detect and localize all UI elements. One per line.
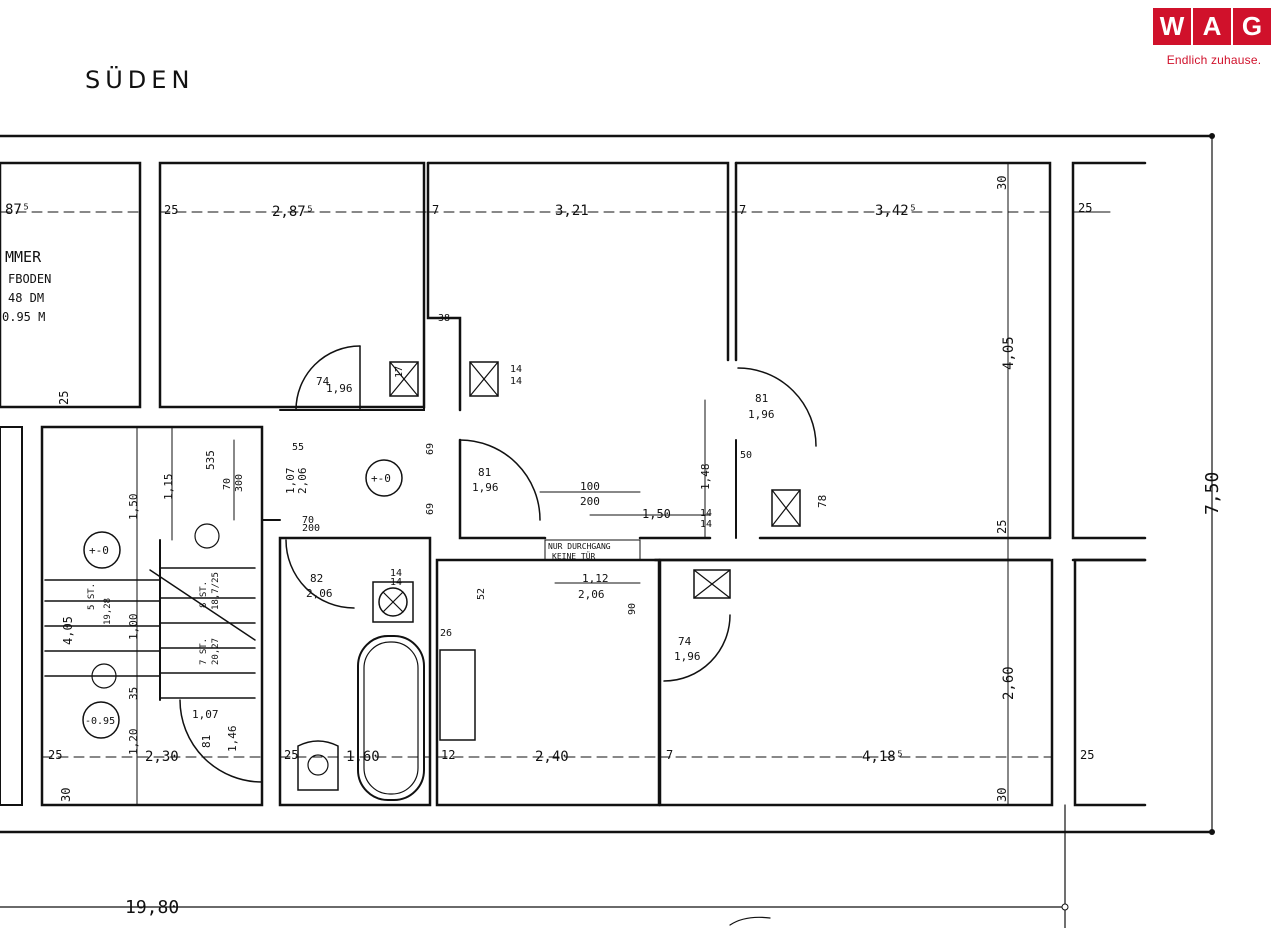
- door-height: 1,96: [748, 408, 775, 421]
- dim-small: 26: [440, 628, 452, 639]
- dim-small: 35: [127, 687, 140, 700]
- dim-bottom: 25: [1080, 748, 1094, 762]
- dim-small: 14: [390, 568, 402, 579]
- dim-top: 25: [164, 203, 178, 217]
- dim-wall: 30: [995, 176, 1009, 190]
- dim-small: 55: [292, 442, 304, 453]
- dim-bottom: 2,30: [145, 749, 179, 765]
- dim-small: 300: [234, 474, 245, 492]
- opening-height: 200: [580, 495, 600, 508]
- stair-count: 8 ST.: [199, 581, 209, 608]
- door-height: 1,96: [472, 481, 499, 494]
- dim-small: 1,46: [226, 726, 239, 753]
- opening-width: 100: [580, 480, 600, 493]
- door-height: 1,96: [326, 382, 353, 395]
- compass-label: SÜDEN: [85, 65, 194, 94]
- dim-top: 3,21: [555, 203, 589, 219]
- dim-bottom: 25: [284, 748, 298, 762]
- door-width: 74: [678, 635, 692, 648]
- passage-note: KEINE TÜR: [552, 551, 596, 561]
- dim-bottom: 12: [441, 748, 455, 762]
- wag-logo: W A G Endlich zuhause.: [1153, 8, 1275, 67]
- dim-room-height: 2,60: [1001, 666, 1017, 700]
- dim-room-height: 4,05: [1001, 336, 1017, 370]
- logo-letter: G: [1233, 8, 1271, 45]
- dim-small: 535: [204, 450, 217, 470]
- dim-small: 14: [510, 376, 522, 387]
- dim-small: 70: [302, 515, 314, 526]
- room-floor: FBODEN: [8, 272, 51, 286]
- door-width: 81: [755, 392, 768, 405]
- level-mark: +-0: [371, 472, 391, 485]
- dim-bottom: 2,40: [535, 749, 569, 765]
- dim-top: 7: [739, 203, 746, 217]
- dim-small: 1,15: [162, 474, 175, 501]
- stair-count: 5 ST.: [87, 583, 97, 610]
- dim-small: 81: [200, 735, 213, 748]
- dim-total-height: 7,50: [1202, 472, 1223, 515]
- dim-small: 14: [390, 577, 402, 588]
- dim-small: 1,50: [127, 494, 140, 521]
- dim-small: 70: [222, 478, 233, 490]
- stair-dims: 20,27: [211, 638, 221, 665]
- level-mark: -0.95: [85, 716, 115, 727]
- stair-dims: 18,7/25: [211, 572, 221, 610]
- dim-small: 1,48: [699, 464, 712, 491]
- door-width: 74: [316, 375, 330, 388]
- dim-bottom: 25: [48, 748, 62, 762]
- dim-small: 200: [302, 523, 320, 534]
- logo-letter: W: [1153, 8, 1191, 45]
- door-width: 1,12: [582, 572, 609, 585]
- dim-wall: 25: [995, 520, 1009, 534]
- level-mark: +-0: [89, 544, 109, 557]
- stair-count: 7 ST.: [199, 638, 209, 665]
- passage-note: NUR DURCHGANG: [548, 542, 611, 551]
- dim-top: 25: [1078, 201, 1092, 215]
- door-width: 81: [478, 466, 491, 479]
- dim-small: 14: [700, 508, 712, 519]
- dim-wall: 25: [57, 391, 71, 405]
- dim-small: 69: [425, 503, 436, 515]
- dim-small: 2,06: [296, 468, 309, 495]
- dim-small: 14: [700, 519, 712, 530]
- dim-small: 14: [510, 364, 522, 375]
- logo-tagline: Endlich zuhause.: [1166, 53, 1262, 67]
- logo-letter: A: [1193, 8, 1231, 45]
- dim-wall: 30: [995, 788, 1009, 802]
- dim-top: 2,87⁵: [272, 204, 314, 220]
- dim-small: 78: [816, 495, 829, 508]
- dim-small: 1,07: [284, 468, 297, 495]
- dim-wall: 30: [59, 788, 73, 802]
- room-height: 0.95 M: [2, 310, 45, 324]
- door-height: 1,96: [674, 650, 701, 663]
- dim-small: 17: [394, 366, 405, 378]
- dim-small: 69: [425, 443, 436, 455]
- dim-small: 38: [438, 313, 450, 324]
- dim-corridor: 1,50: [642, 507, 671, 521]
- room-name: MMER: [5, 248, 42, 266]
- dim-small: 1,20: [127, 729, 140, 756]
- room-area: 48 DM: [8, 291, 44, 305]
- dim-small: 50: [740, 450, 752, 461]
- door-height: 2,06: [306, 587, 333, 600]
- dim-bottom: 7: [666, 748, 673, 762]
- dim-small: 90: [627, 603, 638, 615]
- door-width: 82: [310, 572, 323, 585]
- dim-top: 7: [432, 203, 439, 217]
- door-height: 2,06: [578, 588, 605, 601]
- dim-small: 1,00: [127, 614, 140, 641]
- dim-stair: 4,05: [61, 616, 75, 645]
- dim-total-width: 19,80: [125, 897, 179, 918]
- stair-dims: 19,28: [103, 598, 113, 625]
- dim-small: 1,07: [192, 708, 219, 721]
- dim-top: 3,42⁵: [875, 203, 917, 219]
- dim-top: 87⁵: [5, 202, 30, 218]
- dim-small: 52: [476, 588, 487, 600]
- dim-bottom: 4,18⁵: [862, 749, 904, 765]
- dim-bottom: 1,60: [346, 749, 380, 765]
